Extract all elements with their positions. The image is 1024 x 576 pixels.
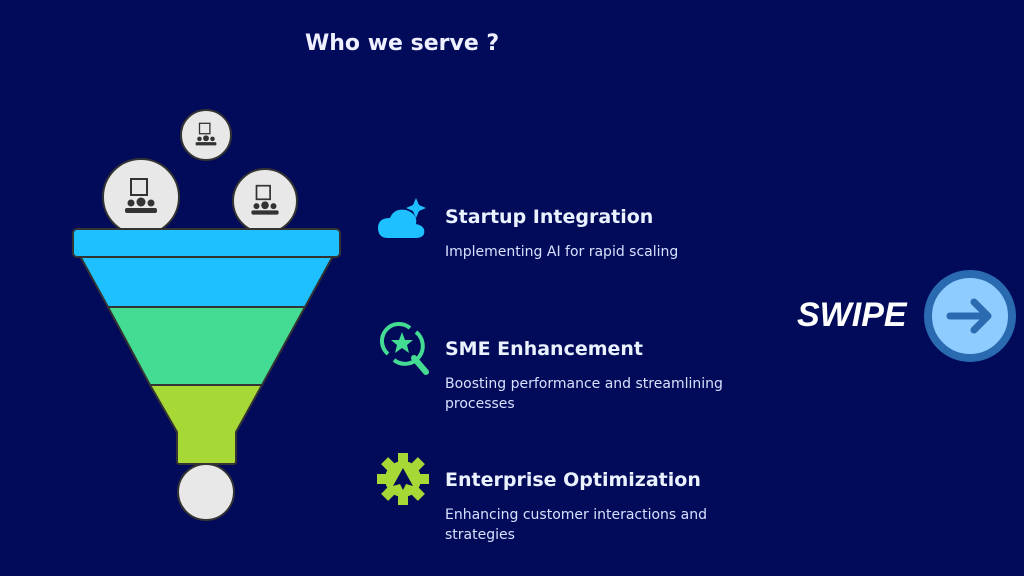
item-heading: Enterprise Optimization — [445, 469, 701, 491]
funnel-top-band — [78, 255, 335, 308]
star-search-icon — [380, 322, 429, 375]
arrow-right-icon — [946, 298, 992, 334]
user-survey-icon — [102, 109, 298, 236]
funnel-illustration — [72, 109, 341, 521]
page-title: Who we serve ? — [305, 31, 500, 56]
funnel-middle-band — [106, 306, 307, 386]
item-description: Enhancing customer interactions and stra… — [445, 507, 708, 543]
funnel-output-ball — [177, 463, 235, 521]
funnel-bottom-band — [148, 384, 264, 465]
item-description: Boosting performance and streamlining pr… — [445, 376, 723, 412]
item-heading: Startup Integration — [445, 206, 654, 228]
item-enterprise-optimization: Enterprise Optimization Enhancing custom… — [445, 469, 775, 545]
swipe-label: SWIPE — [797, 296, 907, 334]
gear-icon — [377, 453, 429, 505]
item-sme-enhancement: SME Enhancement Boosting performance and… — [445, 338, 775, 414]
item-startup-integration: Startup Integration Implementing AI for … — [445, 206, 775, 262]
swipe-button[interactable] — [924, 270, 1016, 362]
cloud-sparkle-icon — [378, 198, 426, 238]
item-heading: SME Enhancement — [445, 338, 644, 360]
funnel-rim — [72, 228, 341, 258]
item-description: Implementing AI for rapid scaling — [445, 244, 679, 260]
